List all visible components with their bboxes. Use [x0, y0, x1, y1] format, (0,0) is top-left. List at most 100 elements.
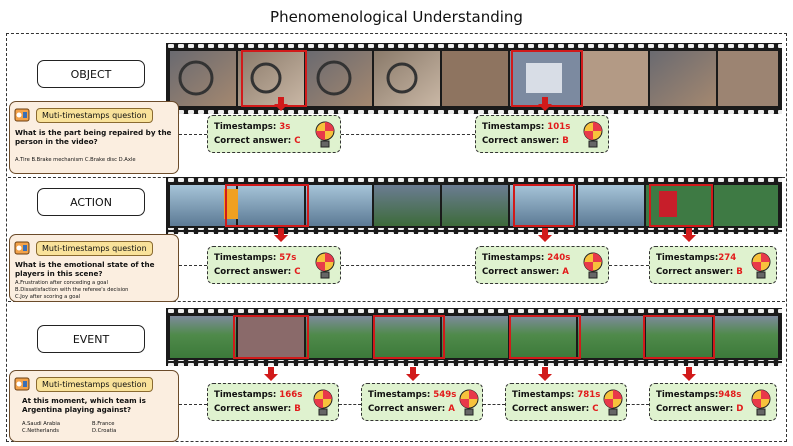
- question-icon: [14, 241, 30, 255]
- answer-box: Timestamps: 240s Correct answer: A: [475, 246, 609, 284]
- timestamps-label: Timestamps:: [512, 390, 575, 400]
- down-arrow-icon: [682, 367, 696, 381]
- answer-box: Timestamps: 3s Correct answer: C: [207, 115, 341, 153]
- correct-answer-value: B: [736, 267, 743, 277]
- lightbulb-icon: [583, 121, 603, 148]
- timestamp-value: 166s: [279, 390, 303, 400]
- section-label-action: ACTION: [37, 188, 145, 216]
- timestamp-value: 781s: [577, 390, 601, 400]
- question-box-action: Muti-timestamps question What is the emo…: [9, 234, 179, 302]
- connector-line: [341, 134, 475, 135]
- question-options: A.Tire B.Brake mechanism C.Brake disc D.…: [15, 157, 176, 164]
- connector-line: [339, 404, 361, 405]
- section-separator: [8, 301, 785, 302]
- correct-answer-value: D: [736, 404, 744, 414]
- timestamps-label: Timestamps:: [368, 390, 431, 400]
- lightbulb-icon: [313, 389, 333, 416]
- option: C.Brake disc: [84, 157, 117, 163]
- correct-answer-label: Correct answer:: [512, 404, 590, 414]
- timestamps-label: Timestamps:: [214, 253, 277, 263]
- correct-answer-label: Correct answer:: [214, 136, 292, 146]
- option: A.Tire: [15, 157, 30, 163]
- film-perforations: [166, 177, 782, 234]
- question-header: Muti-timestamps question: [14, 105, 174, 125]
- correct-answer-label: Correct answer:: [214, 267, 292, 277]
- down-arrow-icon: [538, 367, 552, 381]
- option: B.France: [92, 421, 115, 427]
- lightbulb-icon: [603, 389, 623, 416]
- timestamp-value: 274: [718, 253, 737, 263]
- question-title: Muti-timestamps question: [36, 107, 153, 123]
- lightbulb-icon: [583, 252, 603, 279]
- connector-line: [627, 404, 649, 405]
- down-arrow-icon: [264, 367, 278, 381]
- correct-answer-value: C: [592, 404, 599, 414]
- down-arrow-icon: [538, 97, 552, 111]
- option: D.Croatia: [92, 428, 117, 434]
- option: A.Saudi Arabia: [22, 421, 61, 427]
- timestamps-label: Timestamps:: [656, 390, 719, 400]
- lightbulb-icon: [459, 389, 479, 416]
- section-label-object: OBJECT: [37, 60, 145, 88]
- timestamp-value: 57s: [279, 253, 297, 263]
- question-header: Muti-timestamps question: [14, 374, 174, 394]
- question-title: Muti-timestamps question: [36, 240, 153, 256]
- correct-answer-label: Correct answer:: [368, 404, 446, 414]
- connector-line: [609, 265, 649, 266]
- down-arrow-icon: [406, 367, 420, 381]
- question-text: At this moment, which team is Argentina …: [22, 396, 146, 414]
- answer-box: Timestamps: 166s Correct answer: B: [207, 383, 339, 421]
- film-strip-object: [166, 43, 782, 114]
- timestamps-label: Timestamps:: [214, 390, 277, 400]
- timestamps-label: Timestamps:: [656, 253, 719, 263]
- timestamp-value: 549s: [433, 390, 457, 400]
- option: B.Brake mechanism: [31, 157, 84, 163]
- question-text: What is the part being repaired by the p…: [15, 128, 172, 146]
- question-icon: [14, 108, 30, 122]
- lightbulb-icon: [315, 121, 335, 148]
- answer-box: Timestamps: 57s Correct answer: C: [207, 246, 341, 284]
- answer-box: Timestamps: 781s Correct answer: C: [505, 383, 627, 421]
- correct-answer-label: Correct answer:: [214, 404, 292, 414]
- correct-answer-value: C: [294, 267, 301, 277]
- answer-box: Timestamps: 101s Correct answer: B: [475, 115, 609, 153]
- option: A.Frustration after conceding a goal: [15, 280, 108, 286]
- film-strip-action: [166, 177, 782, 234]
- timestamps-label: Timestamps:: [482, 253, 545, 263]
- question-options: A.Saudi Arabia B.France C.Netherlands D.Cr…: [22, 421, 172, 435]
- answer-box: Timestamps:274 Correct answer: B: [649, 246, 777, 284]
- section-label-event: EVENT: [37, 325, 145, 353]
- correct-answer-value: B: [562, 136, 569, 146]
- option: D.Axle: [118, 157, 136, 163]
- timestamp-value: 3s: [279, 122, 291, 132]
- correct-answer-value: C: [294, 136, 301, 146]
- film-perforations: [166, 308, 782, 366]
- connector-line: [179, 404, 207, 405]
- down-arrow-icon: [274, 97, 288, 111]
- film-perforations: [166, 43, 782, 114]
- lightbulb-icon: [751, 252, 771, 279]
- connector-line: [179, 265, 207, 266]
- timestamps-label: Timestamps:: [214, 122, 277, 132]
- answer-box: Timestamps: 549s Correct answer: A: [361, 383, 483, 421]
- question-icon: [14, 377, 30, 391]
- down-arrow-icon: [274, 228, 288, 242]
- page-title: Phenomenological Understanding: [270, 8, 523, 26]
- question-box-object: Muti-timestamps question What is the par…: [9, 101, 179, 174]
- connector-line: [179, 134, 207, 135]
- timestamp-value: 948s: [718, 390, 742, 400]
- question-options: A.Frustration after conceding a goal B.D…: [15, 280, 176, 301]
- correct-answer-label: Correct answer:: [482, 136, 560, 146]
- timestamp-value: 240s: [547, 253, 571, 263]
- connector-line: [341, 265, 475, 266]
- down-arrow-icon: [682, 228, 696, 242]
- option: B.Dissatisfaction with the referee's dec…: [15, 287, 129, 293]
- answer-box: Timestamps:948s Correct answer: D: [649, 383, 777, 421]
- timestamps-label: Timestamps:: [482, 122, 545, 132]
- question-header: Muti-timestamps question: [14, 238, 174, 258]
- correct-answer-value: A: [562, 267, 569, 277]
- option: C.Netherlands: [22, 428, 59, 434]
- outer-dashed-frame: [6, 33, 787, 442]
- question-text: What is the emotional state of the playe…: [15, 260, 155, 278]
- lightbulb-icon: [751, 389, 771, 416]
